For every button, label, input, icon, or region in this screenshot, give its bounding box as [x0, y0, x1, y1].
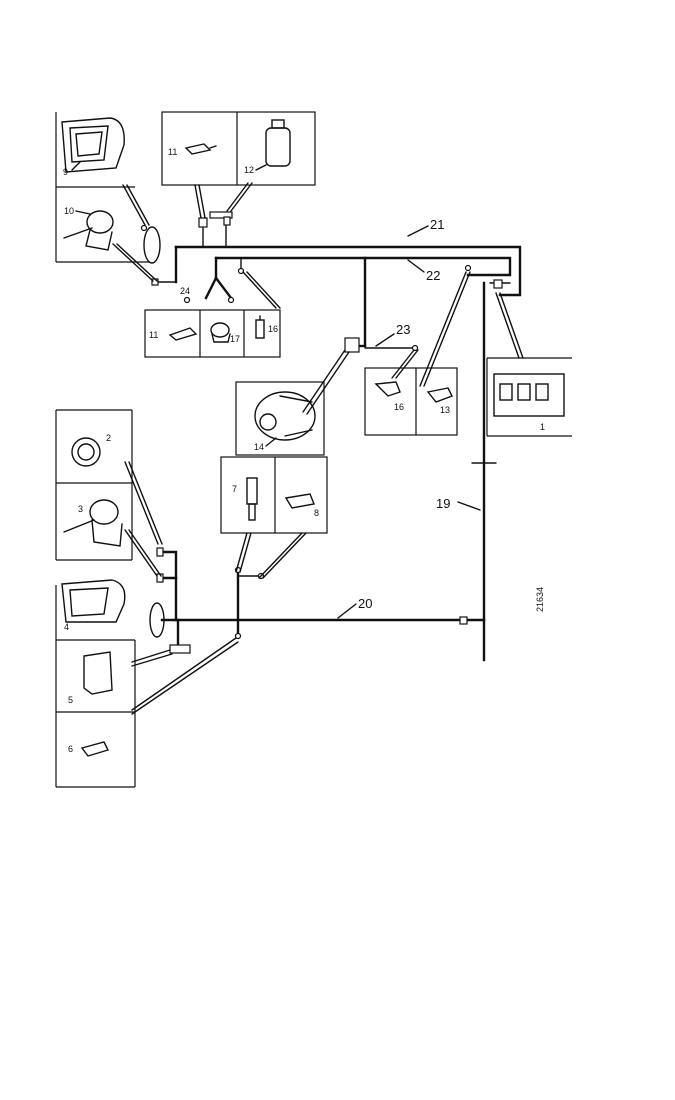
wiper-motor-icon-2: [63, 499, 123, 547]
component-label-11-top: 11: [168, 147, 177, 157]
label-19: 19: [436, 496, 450, 511]
component-label-8: 8: [314, 508, 319, 518]
component-label-5: 5: [68, 695, 73, 705]
panel-center-relays: [364, 367, 458, 436]
component-label-17: 17: [230, 334, 240, 344]
panel-mid-left: [144, 309, 281, 358]
switch-icon: [210, 322, 231, 343]
harness-22: [204, 256, 512, 300]
component-label-16-right: 16: [394, 402, 404, 412]
label-23: 23: [396, 322, 410, 337]
sensor-icon: [184, 143, 217, 155]
component-label-1: 1: [540, 422, 545, 432]
headlamp-icon-2: [61, 579, 126, 623]
component-label-6: 6: [68, 744, 73, 754]
figure-id: 21634: [535, 587, 545, 612]
label-21: 21: [430, 217, 444, 232]
spark-plug-icon: [246, 477, 258, 521]
leader-lines: [112, 182, 524, 715]
harness-label-24: 24: [180, 286, 190, 296]
sensor-icon-3: [80, 741, 109, 757]
lamp-connector-icon: [143, 226, 161, 264]
harness-label-23: 23: [375, 322, 410, 347]
harness-19: [471, 281, 497, 662]
relay-icon-3: [426, 387, 453, 403]
lamp-connector-icon-2: [149, 602, 165, 638]
label-24: 24: [180, 286, 190, 296]
panel-plug-relay: [220, 456, 328, 534]
harness-label-19: 19: [436, 496, 481, 511]
label-22: 22: [426, 268, 440, 283]
reservoir-icon-2: [83, 651, 113, 695]
harness-label-20: 20: [337, 596, 372, 619]
component-label-14: 14: [254, 442, 264, 452]
connectors: [140, 211, 503, 654]
wiper-motor-icon: [63, 210, 114, 251]
component-label-10: 10: [64, 206, 74, 216]
sensor-icon-2: [168, 327, 198, 341]
label-20: 20: [358, 596, 372, 611]
glow-plug-icon: [255, 315, 265, 339]
component-label-13: 13: [440, 405, 450, 415]
component-label-12: 12: [244, 165, 254, 175]
component-label-9: 9: [63, 167, 68, 177]
component-label-2: 2: [106, 433, 111, 443]
component-label-3: 3: [78, 504, 83, 514]
component-label-4: 4: [64, 622, 69, 632]
panel-alternator: [235, 381, 325, 456]
panel-top-center: [161, 111, 316, 186]
relay-icon: [284, 493, 315, 509]
harness-label-22: 22: [407, 259, 440, 283]
harness-20: [158, 550, 486, 650]
headlamp-icon: [61, 117, 125, 173]
component-label-16-mid: 16: [268, 324, 278, 334]
panel-top-left: [55, 112, 150, 263]
alternator-icon: [254, 391, 316, 441]
horn-icon: [71, 437, 101, 467]
component-label-7: 7: [232, 484, 237, 494]
reservoir-icon: [265, 119, 291, 167]
relay-icon-2: [374, 381, 401, 397]
component-label-11-mid: 11: [149, 330, 158, 340]
harness-label-21: 21: [407, 217, 444, 237]
panel-right-module: [486, 357, 572, 437]
panel-bottom-left: [55, 409, 136, 788]
control-module-icon: [493, 373, 565, 417]
